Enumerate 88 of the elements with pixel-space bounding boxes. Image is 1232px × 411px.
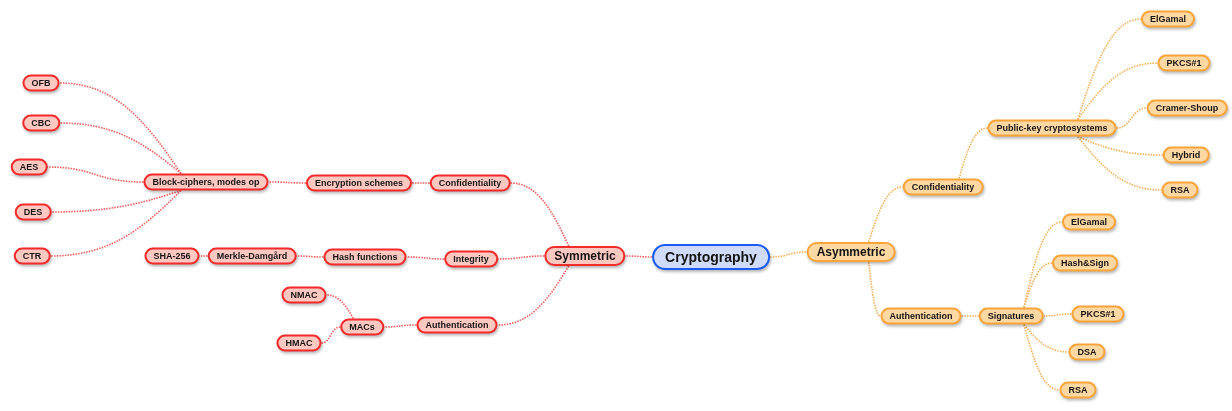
topic-label: Integrity: [453, 253, 489, 265]
connector-line: [405, 256, 446, 260]
topic-label: PKCS#1: [1166, 57, 1202, 69]
topic-label: Symmetric: [554, 249, 616, 263]
topic-node: [544, 246, 626, 266]
connector-line: [1077, 62, 1159, 121]
topic-node: [1068, 343, 1106, 361]
topic-node: [323, 248, 407, 266]
connector-line: [1023, 262, 1053, 309]
connector-line: [496, 265, 570, 326]
topic-label: SHA-256: [153, 250, 191, 262]
topic-node: [1146, 99, 1228, 117]
connector-line: [960, 315, 980, 317]
topic-label: DSA: [1077, 346, 1097, 358]
topic-label: Cryptography: [665, 248, 757, 266]
topic-label: Confidentiality: [438, 177, 502, 189]
connector-line: [295, 255, 325, 258]
topic-label: CTR: [22, 250, 42, 262]
topic-label: Block-ciphers, modes op: [152, 176, 260, 188]
topic-node: [416, 316, 498, 334]
topic-label: Authentication: [425, 319, 489, 331]
topic-node: [144, 247, 200, 265]
connector-line: [1077, 18, 1142, 121]
topic-label: AES: [19, 161, 39, 173]
topic-label: Authentication: [889, 310, 953, 322]
topic-node: [1162, 146, 1210, 164]
connector-line: [1023, 323, 1061, 391]
connector-line: [1077, 135, 1164, 156]
connector-line: [958, 127, 989, 180]
topic-node: [10, 158, 48, 176]
topic-node: [207, 247, 297, 265]
topic-label: PKCS#1: [1080, 308, 1116, 320]
topic-node: [902, 178, 984, 196]
topic-label: OFB: [31, 77, 51, 89]
topic-label: Hybrid: [1171, 149, 1201, 161]
topic-label: DES: [23, 206, 43, 218]
connector-line: [624, 255, 653, 258]
connector-line: [46, 166, 145, 183]
topic-label: HMAC: [285, 337, 313, 349]
topic-label: CBC: [31, 117, 51, 129]
topic-node: [987, 119, 1117, 137]
topic-label: Signatures: [987, 310, 1035, 322]
topic-node: [1062, 213, 1116, 231]
topic-node: [22, 114, 60, 132]
connector-line: [320, 326, 342, 344]
connector-line: [58, 122, 182, 175]
topic-node: [22, 74, 60, 92]
topic-node: [281, 286, 327, 304]
topic-node: [340, 318, 384, 336]
topic-node: [306, 174, 412, 192]
connector-line: [1023, 323, 1070, 353]
connector-line: [867, 186, 904, 243]
connector-line: [49, 189, 182, 257]
topic-node: [1157, 54, 1211, 72]
topic-node: [13, 247, 51, 265]
topic-label: RSA: [1068, 384, 1088, 396]
topic-node: [1161, 181, 1199, 199]
topic-node: [444, 250, 498, 268]
topic-label: NMAC: [290, 289, 318, 301]
topic-node: [1059, 381, 1097, 399]
topic-node: [880, 307, 962, 325]
topic-node: [806, 242, 896, 262]
topic-node: [276, 334, 322, 352]
connector-line: [1115, 107, 1148, 129]
connector-line: [769, 251, 808, 258]
topic-node: [978, 307, 1044, 325]
topic-label: RSA: [1170, 184, 1190, 196]
topic-label: Encryption schemes: [315, 177, 403, 189]
connector-line: [325, 294, 355, 320]
topic-label: ElGamal: [1071, 216, 1107, 228]
topic-node: [14, 203, 52, 221]
topic-node: [1052, 254, 1118, 272]
connector-line: [267, 181, 307, 184]
topic-label: Asymmetric: [816, 245, 886, 259]
topic-node: [143, 173, 269, 191]
topic-node: [429, 174, 511, 192]
topic-node: [1071, 305, 1125, 323]
topic-label: ElGamal: [1150, 13, 1186, 25]
central-topic: [652, 244, 770, 270]
topic-label: Merkle-Damgård: [216, 250, 288, 262]
connector-line: [867, 261, 882, 317]
topic-label: Cramer-Shoup: [1155, 102, 1219, 114]
topic-label: Public-key cryptosystems: [996, 122, 1108, 134]
topic-node: [1141, 10, 1195, 28]
topic-label: Confidentiality: [911, 181, 975, 193]
topic-label: MACs: [349, 321, 375, 333]
topic-label: Hash&Sign: [1061, 257, 1109, 269]
topic-label: Hash functions: [332, 251, 398, 263]
